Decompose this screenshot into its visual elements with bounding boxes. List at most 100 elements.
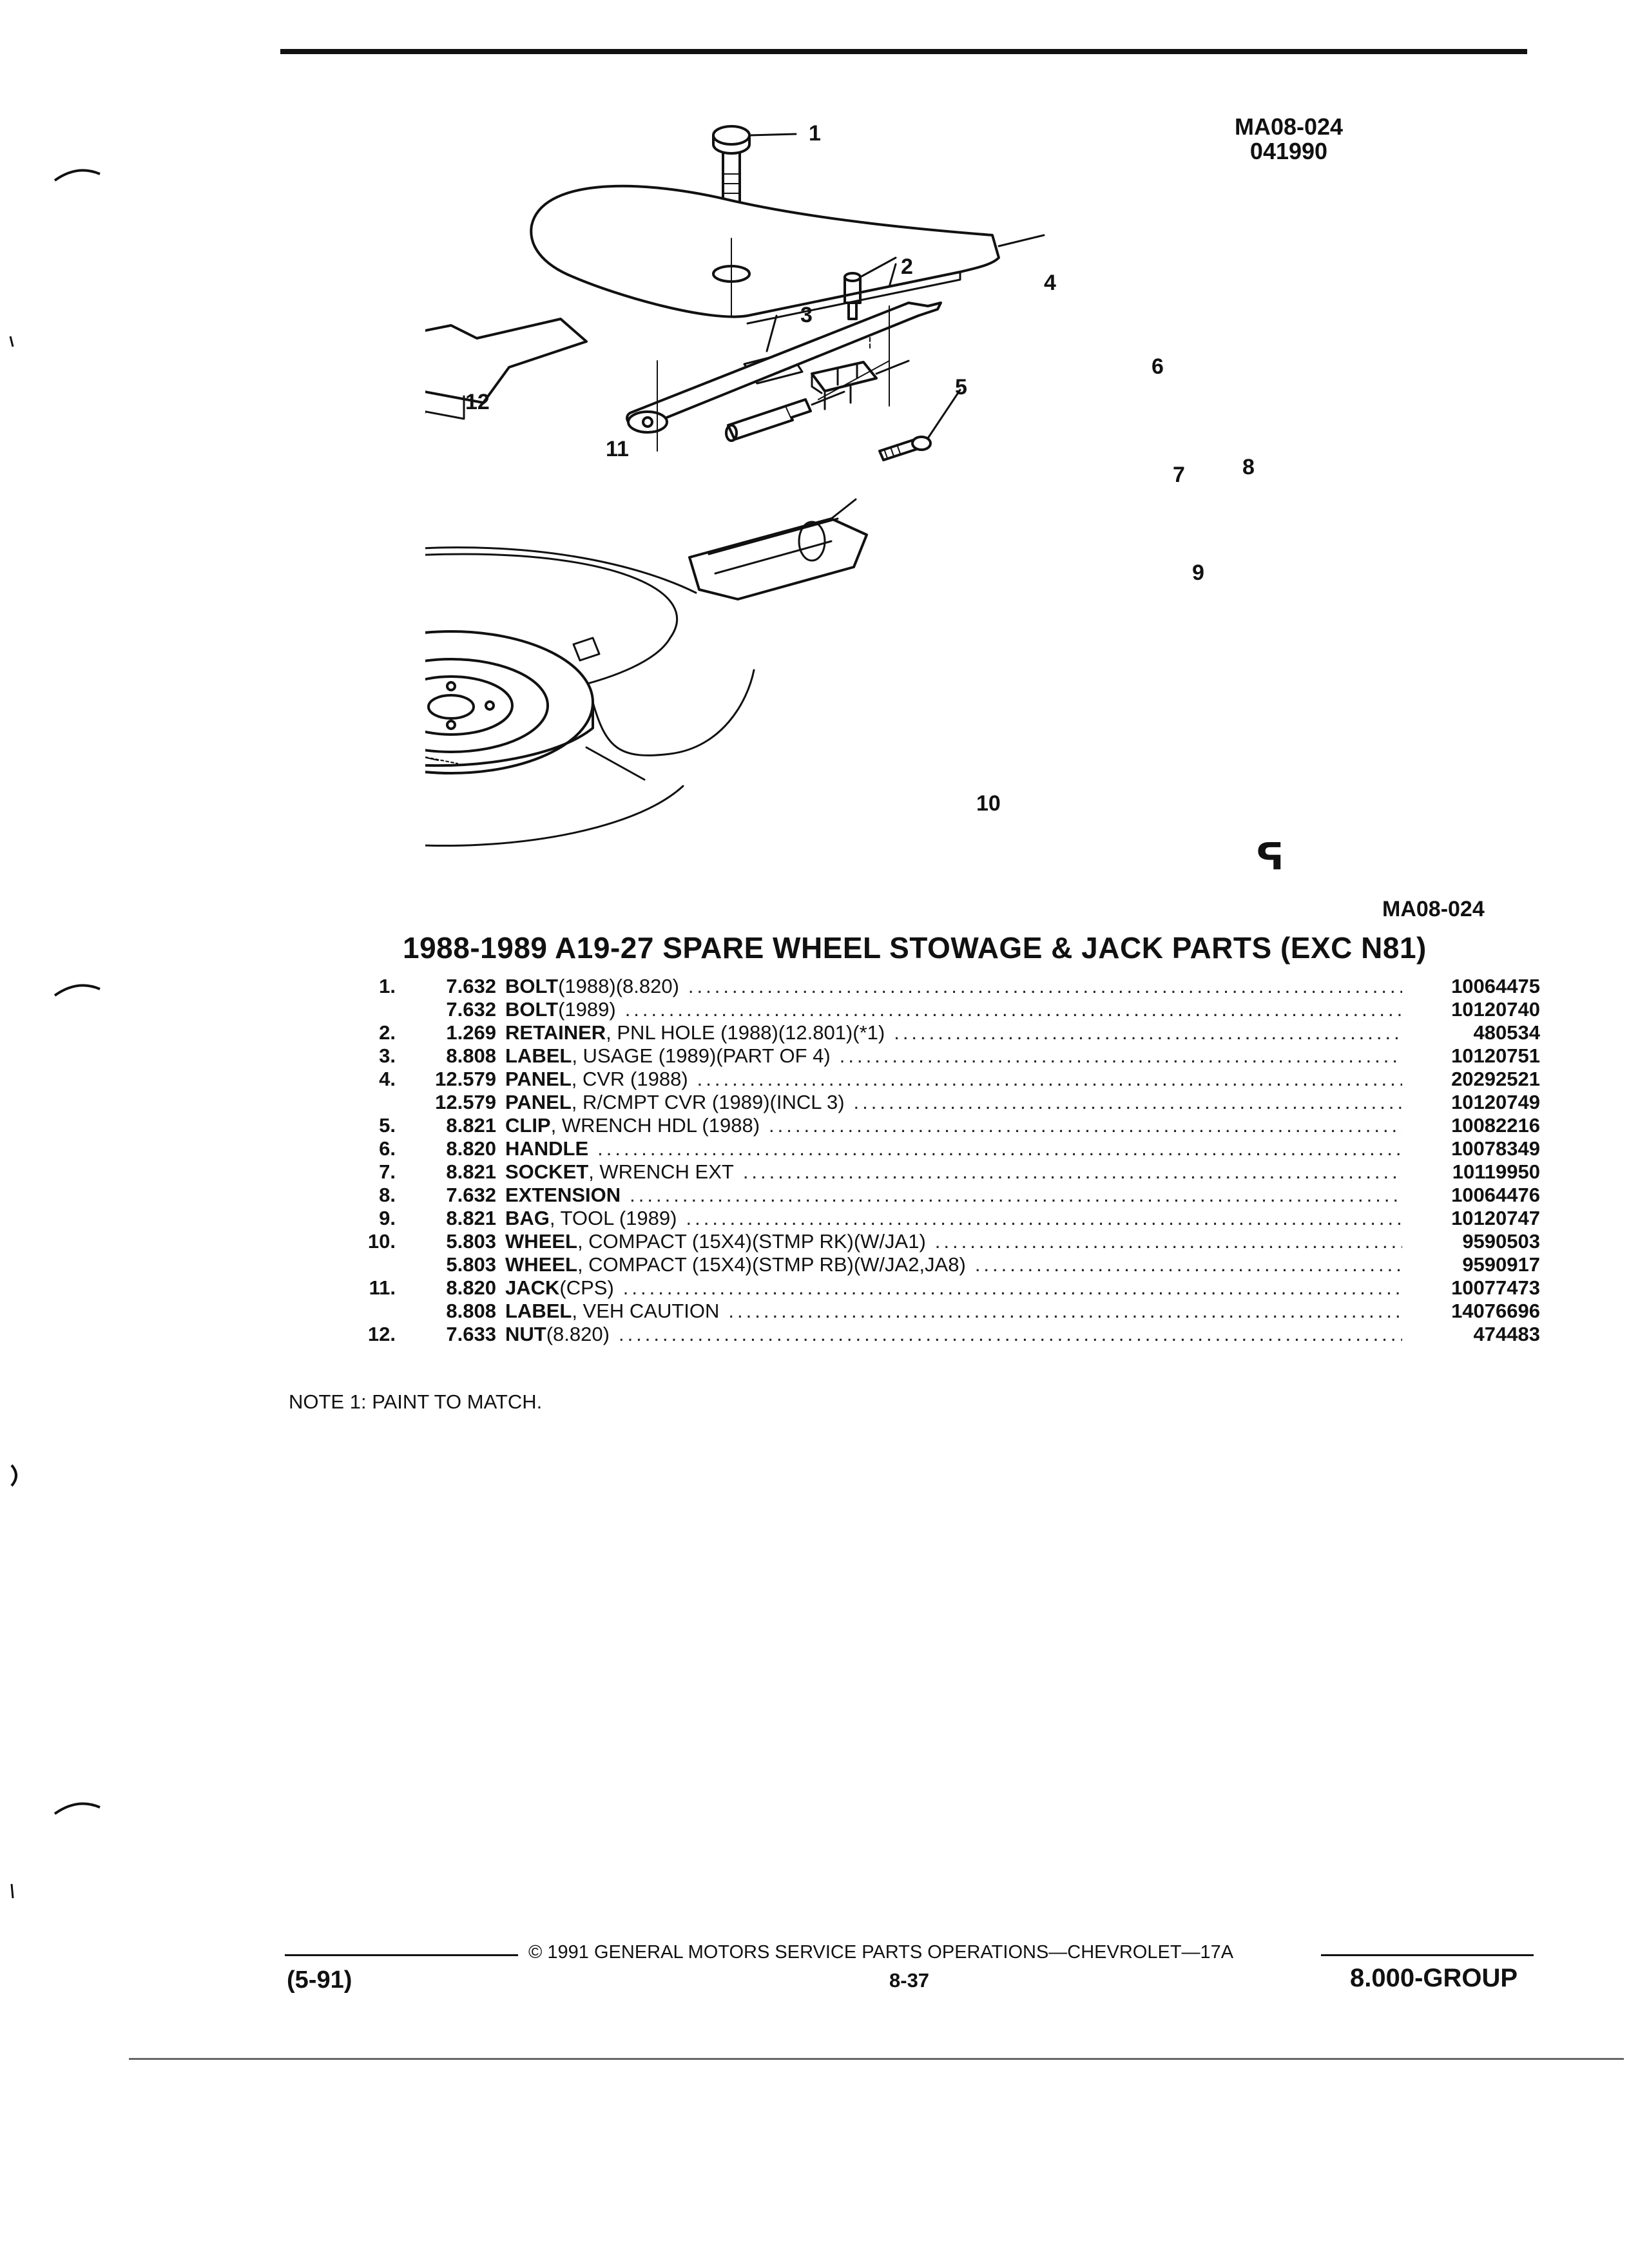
bottom-rule xyxy=(129,2058,1624,2060)
part-name: NUT xyxy=(505,1323,546,1345)
part-description: PANEL , R/CMPT CVR (1989)(INCL 3).......… xyxy=(505,1091,1540,1114)
part-number: 9590917 xyxy=(1462,1253,1540,1276)
part-description: EXTENSION...............................… xyxy=(505,1184,1540,1207)
group-number: 8.821 xyxy=(446,1114,496,1137)
group-number: 8.820 xyxy=(446,1276,496,1299)
part-description: JACK (CPS)..............................… xyxy=(505,1276,1540,1300)
part-description: HANDLE..................................… xyxy=(505,1137,1540,1160)
part-detail: (1988)(8.820) xyxy=(558,975,679,997)
item-number: 7. xyxy=(379,1160,396,1183)
callout-3: 3 xyxy=(800,303,813,327)
parts-row: 12.579 PANEL , R/CMPT CVR (1989)(INCL 3).… xyxy=(348,1091,1540,1114)
socket-drawing xyxy=(725,390,845,442)
gm-logo: ᕋ xyxy=(1257,836,1284,878)
item-number: 9. xyxy=(379,1207,396,1229)
item-number: 3. xyxy=(379,1044,396,1067)
part-description: CLIP , WRENCH HDL (1988)................… xyxy=(505,1114,1540,1137)
leader-dots: ........................................… xyxy=(618,1323,1402,1345)
group-number: 7.632 xyxy=(446,998,496,1021)
footer-rule-right xyxy=(1321,1954,1534,1956)
drawing-id-block: MA08-024 041990 xyxy=(1211,115,1366,164)
leader-dots: ........................................… xyxy=(697,1068,1402,1090)
part-name: BOLT xyxy=(505,975,559,997)
part-description: PANEL , CVR (1988)......................… xyxy=(505,1068,1540,1091)
leader-dots: ........................................… xyxy=(630,1184,1402,1206)
part-description: SOCKET , WRENCH EXT.....................… xyxy=(505,1160,1540,1184)
part-number: 480534 xyxy=(1473,1021,1540,1044)
part-name: LABEL xyxy=(505,1300,572,1322)
callout-7: 7 xyxy=(1173,463,1185,487)
part-description: BOLT (1989).............................… xyxy=(505,998,1540,1021)
group-number: 5.803 xyxy=(446,1230,496,1253)
part-name: BAG xyxy=(505,1207,550,1229)
exploded-parts-diagram xyxy=(425,125,1045,847)
callout-4: 4 xyxy=(1044,271,1056,295)
part-number: 10120751 xyxy=(1451,1044,1540,1067)
part-name: WHEEL xyxy=(505,1253,577,1276)
callout-5: 5 xyxy=(955,375,967,399)
part-detail: (1989) xyxy=(558,998,616,1021)
callout-1: 1 xyxy=(809,121,821,146)
leader-dots: ........................................… xyxy=(894,1021,1402,1044)
callout-9: 9 xyxy=(1192,561,1204,585)
part-number: 10082216 xyxy=(1451,1114,1540,1137)
margin-mark xyxy=(9,336,14,347)
extension-drawing xyxy=(878,389,961,461)
part-number: 10119950 xyxy=(1452,1160,1540,1183)
leader-dots: ........................................… xyxy=(597,1137,1402,1160)
part-number: 10064476 xyxy=(1451,1184,1540,1206)
group-number: 12.579 xyxy=(435,1091,496,1113)
margin-mark xyxy=(10,1464,17,1487)
part-detail: , COMPACT (15X4)(STMP RK)(W/JA1) xyxy=(577,1230,926,1253)
part-detail: (CPS) xyxy=(559,1276,614,1299)
part-description: NUT (8.820).............................… xyxy=(505,1323,1540,1346)
group-label: 8.000-GROUP xyxy=(1350,1964,1518,1992)
part-name: SOCKET xyxy=(505,1160,589,1183)
group-number: 8.820 xyxy=(446,1137,496,1160)
part-detail: (8.820) xyxy=(546,1323,610,1345)
part-name: RETAINER xyxy=(505,1021,606,1044)
margin-mark xyxy=(53,169,101,182)
part-name: PANEL xyxy=(505,1091,572,1113)
part-detail: , VEH CAUTION xyxy=(572,1300,720,1322)
part-detail: , TOOL (1989) xyxy=(549,1207,677,1229)
part-detail: , USAGE (1989)(PART OF 4) xyxy=(572,1044,831,1067)
item-number: 1. xyxy=(379,975,396,997)
bolt-drawing xyxy=(712,125,797,238)
part-detail: , R/CMPT CVR (1989)(INCL 3) xyxy=(571,1091,845,1113)
part-description: WHEEL , COMPACT (15X4)(STMP RB)(W/JA2,JA… xyxy=(505,1253,1540,1276)
item-number: 2. xyxy=(379,1021,396,1044)
callout-10: 10 xyxy=(976,791,1001,816)
part-name: LABEL xyxy=(505,1044,572,1067)
part-name: HANDLE xyxy=(505,1137,589,1160)
page-title: 1988-1989 A19-27 SPARE WHEEL STOWAGE & J… xyxy=(403,931,1427,965)
leader-dots: ........................................… xyxy=(686,1207,1402,1229)
part-description: BAG , TOOL (1989).......................… xyxy=(505,1207,1540,1230)
group-number: 1.269 xyxy=(446,1021,496,1044)
part-number: 14076696 xyxy=(1451,1300,1540,1322)
part-number: 10064475 xyxy=(1451,975,1540,997)
leader-dots: ........................................… xyxy=(622,1276,1402,1299)
group-number: 7.632 xyxy=(446,975,496,997)
part-name: PANEL xyxy=(505,1068,572,1090)
leader-dots: ........................................… xyxy=(624,998,1402,1021)
callout-11: 11 xyxy=(606,437,629,461)
part-name: CLIP xyxy=(505,1114,551,1137)
callout-8: 8 xyxy=(1242,455,1255,479)
part-number: 9590503 xyxy=(1462,1230,1540,1253)
part-detail: , COMPACT (15X4)(STMP RB)(W/JA2,JA8) xyxy=(577,1253,966,1276)
part-name: JACK xyxy=(505,1276,560,1299)
figure-code: MA08-024 xyxy=(1382,897,1485,921)
